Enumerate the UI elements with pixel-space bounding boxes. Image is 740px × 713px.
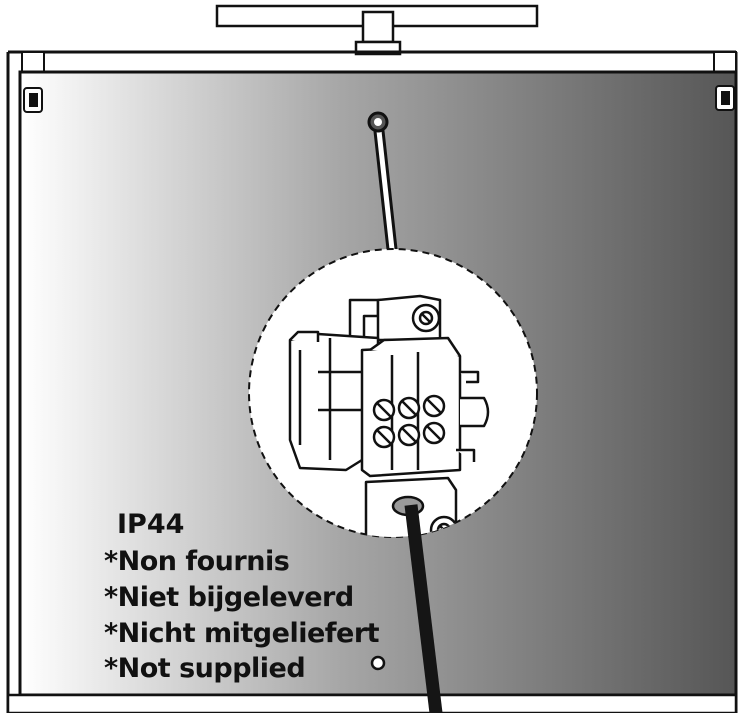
not-supplied-de-label: *Nicht mitgeliefert xyxy=(104,618,380,649)
ip-rating-label: IP44 xyxy=(117,509,185,540)
mounting-hole xyxy=(370,655,386,671)
not-supplied-fr-label: *Non fournis xyxy=(104,546,290,577)
bottom-strip xyxy=(6,693,738,713)
not-supplied-en-label: *Not supplied xyxy=(104,653,306,684)
terminal-block xyxy=(288,294,490,537)
mounting-bar xyxy=(215,4,539,56)
right-clip xyxy=(715,85,735,111)
left-clip xyxy=(23,87,43,113)
not-supplied-nl-label: *Niet bijgeleverd xyxy=(104,582,354,613)
power-cable xyxy=(404,504,443,713)
